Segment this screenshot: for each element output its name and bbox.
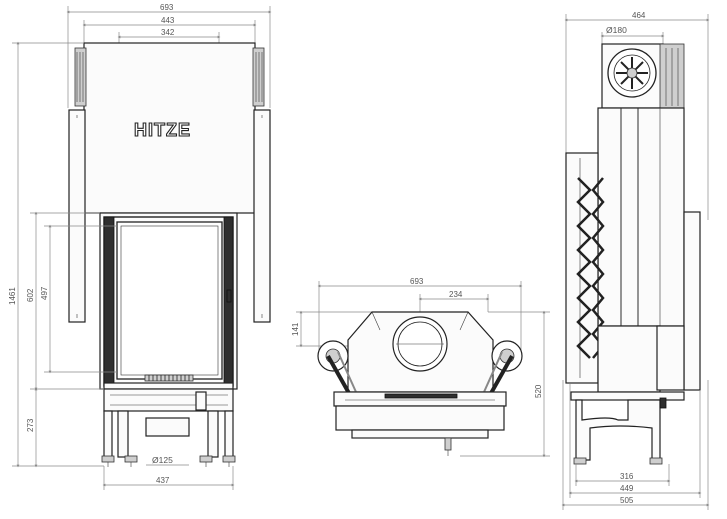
top-overall-depth-dimension: 520 [460, 310, 550, 458]
side-door-front [683, 211, 701, 391]
side-fan-wheel [607, 48, 657, 98]
top-overall-depth-label: 520 [534, 384, 543, 398]
front-upper-housing [83, 42, 256, 214]
side-overall-depth-dimension: 464 [564, 11, 710, 220]
brand-logo: HITZE [134, 120, 191, 140]
front-overall-width-dimension: 693 [66, 3, 272, 108]
front-glass-height-dimension: 497 [40, 224, 117, 374]
side-view: 464 Ø180 [561, 11, 710, 510]
front-body-width-label: 443 [161, 16, 175, 25]
side-flue-diameter-label: Ø180 [606, 25, 627, 35]
side-total-depth-dimension: 505 [561, 380, 710, 510]
top-view: 693 234 141 520 [291, 277, 550, 458]
top-overall-width-label: 693 [410, 277, 424, 286]
front-body-width-dimension: 443 [82, 16, 257, 45]
top-left-fan [317, 340, 357, 396]
side-main-body [597, 107, 685, 327]
top-outlet-offset-label: 234 [449, 290, 463, 299]
top-overall-width-dimension: 693 [317, 277, 523, 350]
front-right-side-panel [253, 109, 271, 323]
front-view: 693 443 342 [8, 3, 272, 490]
front-base [101, 388, 236, 467]
front-left-fan [74, 47, 87, 107]
front-overall-height-label: 1461 [8, 287, 17, 305]
front-right-fan [252, 47, 265, 107]
side-leg-depth-dimension: 316 [574, 464, 671, 486]
side-frame-depth-label: 449 [620, 484, 634, 493]
side-overall-depth-label: 464 [632, 11, 646, 20]
front-air-inlet-label: Ø125 [152, 455, 173, 465]
top-outlet-offset-dimension: 234 [418, 290, 490, 312]
front-left-side-panel [68, 109, 86, 323]
front-base-width-label: 437 [156, 476, 170, 485]
front-leg-right [224, 410, 234, 458]
front-door-height-label: 602 [26, 288, 35, 302]
front-base-height-dimension: 273 [26, 387, 38, 468]
top-door-handle [444, 437, 452, 451]
front-air-inlet-dimension: Ø125 [146, 455, 189, 466]
side-leg-depth-label: 316 [620, 472, 634, 481]
front-overall-height-dimension: 1461 [8, 41, 104, 468]
front-overall-width-label: 693 [160, 3, 174, 12]
front-glass-height-label: 497 [40, 286, 49, 300]
side-total-depth-label: 505 [620, 496, 634, 505]
front-base-height-label: 273 [26, 418, 35, 432]
side-base [570, 391, 685, 465]
front-door-height-dimension: 602 [26, 211, 104, 391]
front-base-width-dimension: 437 [102, 466, 235, 490]
side-frame-depth-dimension: 449 [568, 384, 702, 498]
top-outlet-depth-label: 141 [291, 322, 300, 336]
door-handle [226, 289, 232, 303]
front-outlet-width-label: 342 [161, 28, 175, 37]
front-leg-left [103, 410, 113, 458]
top-right-fan [483, 340, 523, 396]
